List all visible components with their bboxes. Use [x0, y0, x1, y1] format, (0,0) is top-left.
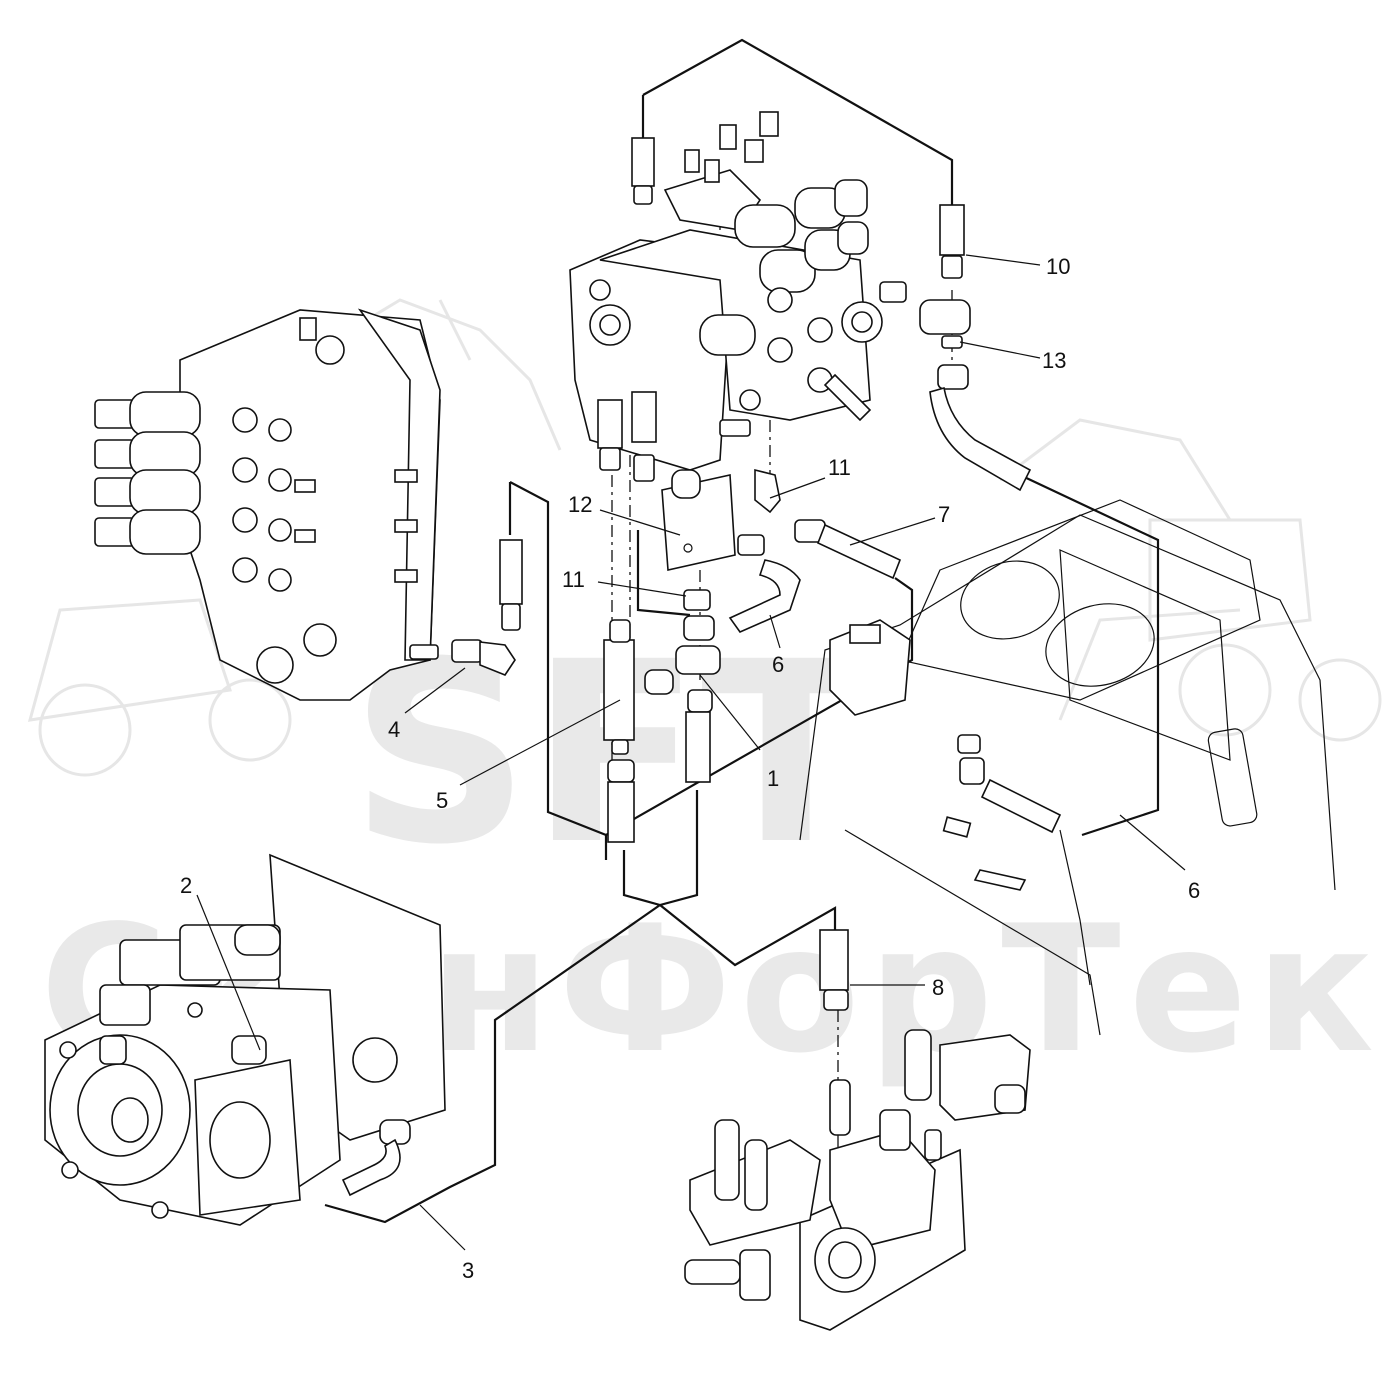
callout-8: 8	[932, 975, 944, 1000]
callout-6-center: 6	[772, 652, 784, 677]
callout-12: 12	[568, 492, 592, 517]
callout-2: 2	[180, 873, 192, 898]
callout-10: 10	[1046, 254, 1070, 279]
callout-11-upper: 11	[828, 455, 851, 480]
tee-fitting-1	[675, 615, 721, 783]
callout-7: 7	[938, 502, 950, 527]
callout-4: 4	[388, 717, 400, 742]
hydraulic-pump	[44, 853, 446, 1226]
hose-lower-left	[607, 759, 635, 843]
pump-hose-3	[341, 1119, 411, 1197]
hose-13-to-7	[929, 386, 1032, 492]
left-control-valve	[94, 308, 516, 701]
frame-hose-6	[957, 734, 1062, 834]
filter-5	[603, 619, 674, 755]
callout-6-right: 6	[1188, 878, 1200, 903]
left-valve-solenoids	[94, 391, 201, 555]
machine-frame	[799, 499, 1336, 1036]
callout-1: 1	[767, 766, 779, 791]
main-valve-ports	[589, 111, 883, 437]
hoses-center	[499, 391, 902, 633]
valve-block-12	[661, 469, 736, 571]
callout-3: 3	[462, 1258, 474, 1283]
brake-valve-assembly	[684, 929, 1031, 1331]
fittings-11	[683, 468, 781, 611]
hose-routing-lines	[324, 38, 1160, 1224]
main-valve-solenoids	[699, 179, 869, 356]
leader-lines	[196, 254, 1186, 1251]
callout-13: 13	[1042, 348, 1066, 373]
callouts: 10 13 11 7 12 11 6 4 1 5 6 2 8 3	[180, 254, 1200, 1283]
hose-10-assembly	[631, 137, 965, 279]
tee-fitting-13	[879, 281, 971, 390]
left-valve-elbow-fitting	[409, 639, 516, 676]
left-valve-spools	[232, 317, 418, 684]
main-control-valve	[569, 111, 883, 471]
callout-5: 5	[436, 788, 448, 813]
callout-11-lower: 11	[562, 567, 585, 592]
